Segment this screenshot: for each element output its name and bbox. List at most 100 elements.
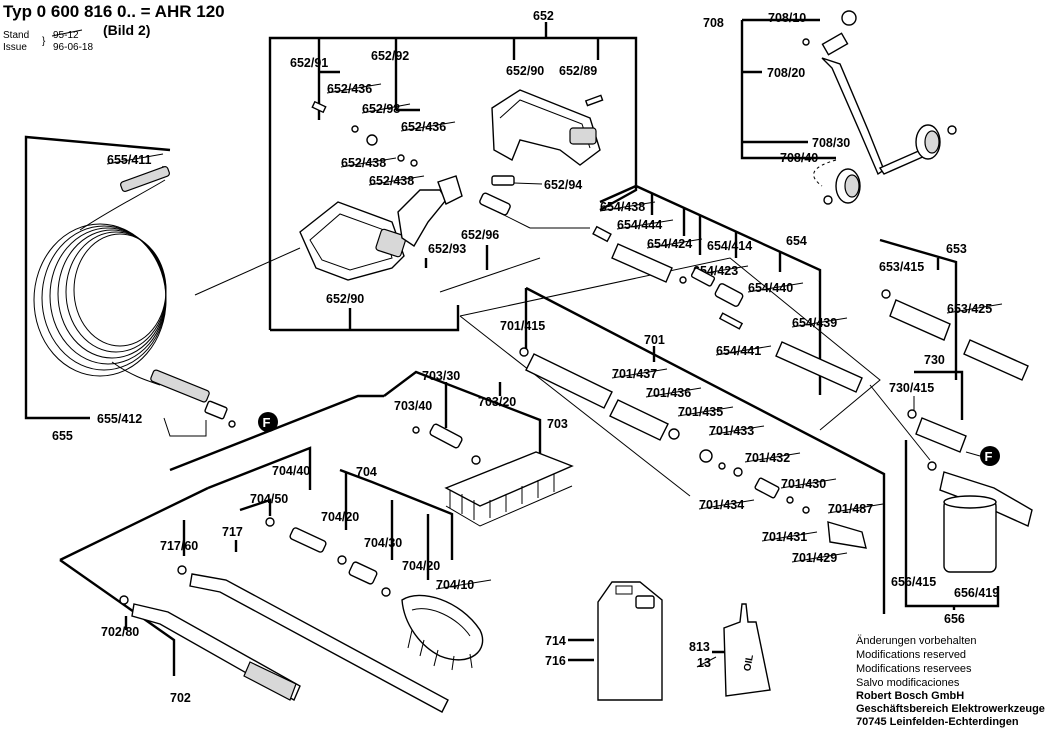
issue-value: 96-06-18 [53, 42, 93, 53]
bild-label: (Bild 2) [103, 22, 150, 38]
label-703-20: 703/20 [478, 395, 516, 409]
label-703: 703 [547, 417, 568, 431]
clip-652-94 [491, 175, 515, 186]
nozzle-730-body [915, 417, 967, 453]
label-656-415: 656/415 [891, 575, 936, 589]
footer-notes: Änderungen vorbehalten Modifications res… [856, 635, 1045, 728]
group-730: 730 730/415 [889, 353, 967, 453]
hose-fitting-bottom [150, 369, 210, 403]
label-702: 702 [170, 691, 191, 705]
group-708: 708 708/10 708/20 708/30 708/40 [703, 10, 957, 205]
leader-708-40 [813, 159, 837, 187]
adapter-704-40 [289, 527, 327, 553]
frame-653 [879, 238, 958, 380]
hose-end-top [79, 179, 166, 231]
label-652-94: 652/94 [544, 178, 582, 192]
label-704-20b: 704/20 [402, 559, 440, 573]
leader-652-94 [513, 182, 543, 185]
canister-cap [635, 595, 655, 609]
frame-704-top [169, 394, 384, 472]
strike-654-444 [616, 219, 674, 230]
frame-652 [268, 36, 638, 330]
brush-703-head [444, 451, 574, 507]
label-717-60: 717/60 [160, 539, 198, 553]
label-652-92: 652/92 [371, 49, 409, 63]
strike-701-430 [780, 478, 837, 489]
strike-701-432 [744, 452, 801, 463]
label-655-412: 655/412 [97, 412, 142, 426]
group-652: 652 652/91 652/92 652/436 652/98 652/436… [268, 9, 638, 332]
o-ring-655-412 [228, 420, 236, 428]
frame-703 [383, 370, 542, 456]
extension-702-grip [243, 661, 297, 701]
o-ring-701-429 [802, 506, 810, 514]
o-ring-654-424 [679, 276, 687, 284]
strike-654-440 [747, 282, 804, 293]
frame-652-bottom [270, 305, 460, 332]
brush-704-highlight [411, 608, 471, 637]
extension-717-tube [189, 573, 449, 713]
o-ring-717-60 [177, 565, 187, 575]
label-704-40: 704/40 [272, 464, 310, 478]
stand-value: 95-12 [53, 30, 79, 41]
label-708-40: 708/40 [780, 151, 818, 165]
note-de: Änderungen vorbehalten [856, 635, 976, 647]
assembly-line-701-frame [459, 257, 881, 431]
pistol-grip-shell [299, 201, 405, 281]
bristle-704-d [451, 655, 455, 671]
ring-701-433 [699, 449, 713, 463]
bristle-704-e [469, 653, 473, 669]
label-714: 714 [545, 634, 566, 648]
strike-701-433 [708, 425, 765, 436]
strike-652-438b [368, 175, 425, 186]
o-ring-652-438 [397, 154, 405, 162]
label-652-90b: 652/90 [326, 292, 364, 306]
company-division: Geschäftsbereich Elektrowerkzeuge [856, 703, 1045, 715]
trigger-part [397, 175, 463, 247]
frame-702 [59, 559, 176, 676]
strike-654-441 [715, 345, 772, 356]
adapter-652-96 [479, 192, 511, 216]
lance-tube-654-439 [775, 341, 863, 393]
strike-652-436b [400, 121, 456, 132]
lance-701-tube [609, 399, 669, 441]
spring-654-438 [592, 225, 612, 243]
strike-701-487 [827, 503, 884, 514]
clamp-708-20 [821, 32, 849, 56]
wheel-right-hub [924, 130, 940, 154]
lance-body-654-444 [611, 243, 673, 283]
label-653: 653 [946, 242, 967, 256]
frame-717-top [59, 486, 209, 562]
o-ring-701-432 [733, 467, 743, 477]
wheel-left-hub [844, 174, 860, 198]
brush-704-head [401, 594, 484, 661]
label-701: 701 [644, 333, 665, 347]
bristle-704-a [407, 629, 413, 649]
callout-f-right: F [965, 446, 1000, 466]
tube-654-414 [690, 267, 716, 287]
strike-701-431 [761, 531, 818, 542]
pistol-grip-thread [375, 228, 407, 258]
o-ring-652-436 [351, 125, 359, 133]
leader-704-50 [239, 498, 272, 516]
o-ring-702-80 [119, 595, 129, 605]
company-name: Robert Bosch GmbH [856, 690, 964, 702]
issue-label: Issue [3, 42, 27, 53]
label-652-96: 652/96 [461, 228, 499, 242]
nozzle-654-440 [714, 283, 744, 307]
frame-730 [914, 370, 964, 420]
label-654-414: 654/414 [707, 239, 752, 253]
hose-loop-1 [33, 223, 167, 377]
callout-f-right-leader [965, 451, 981, 457]
label-656-419: 656/419 [954, 586, 999, 600]
o-ring-703-40 [412, 426, 420, 434]
label-652-93: 652/93 [428, 242, 466, 256]
pistol-grip-inner [309, 213, 393, 271]
group-714-716: 714 716 [545, 581, 663, 701]
ball-701-434 [718, 462, 726, 470]
spring-652-91 [311, 100, 327, 114]
group-653: 653 653/415 653/425 [879, 238, 1029, 381]
group-656: 656/415 656/419 656 [891, 440, 1033, 626]
strike-654-424 [646, 238, 703, 249]
nozzle-653-body [889, 299, 951, 341]
